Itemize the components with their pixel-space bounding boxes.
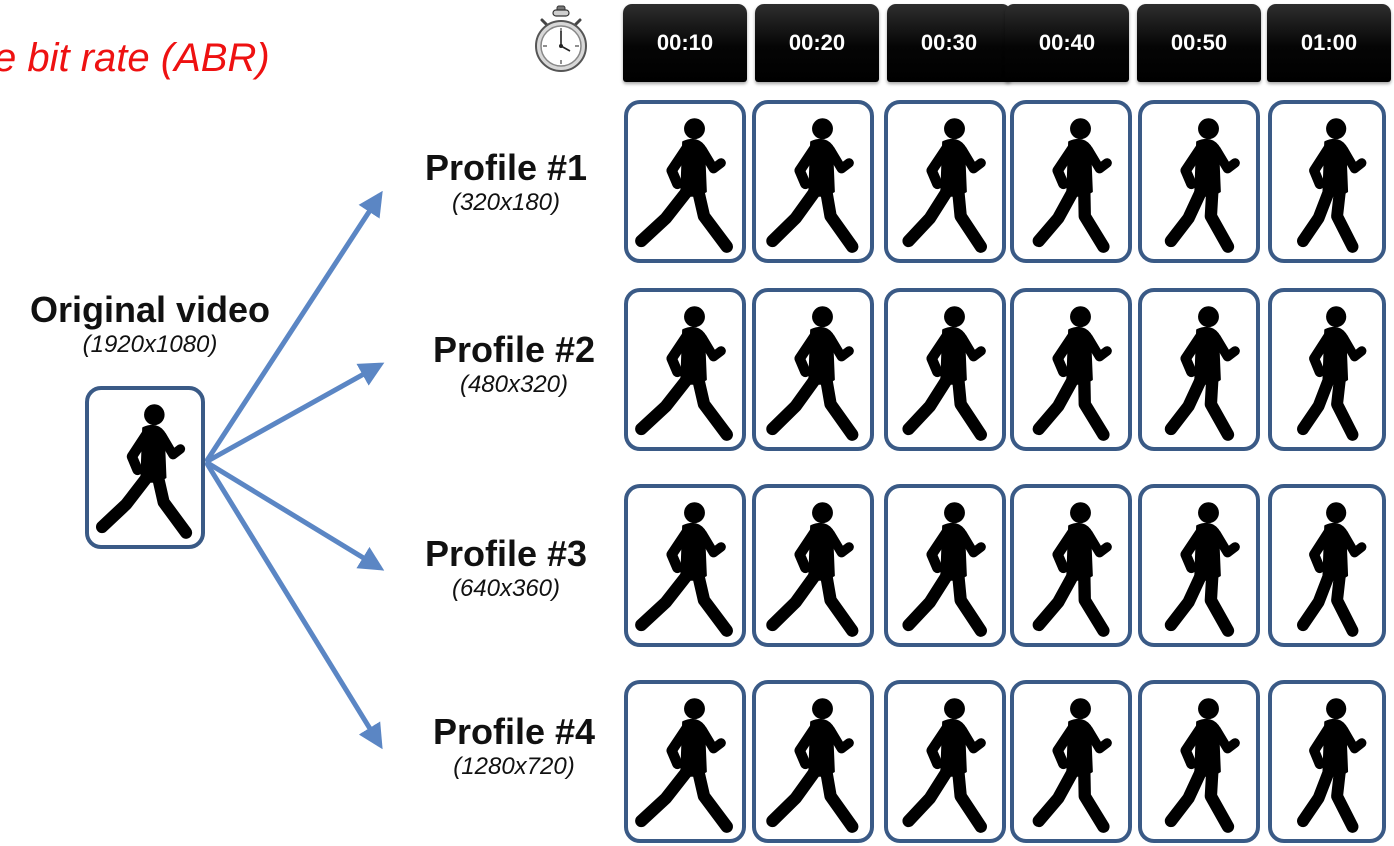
running-man-icon (902, 502, 987, 637)
running-man-icon (96, 404, 193, 539)
profile-3-frame-2 (752, 484, 874, 647)
profile-2-frame-6 (1268, 288, 1386, 451)
running-man-icon (1297, 118, 1367, 253)
timeline-tab-6: 01:00 (1267, 4, 1391, 82)
profile-1-frame-2 (752, 100, 874, 263)
profile-4-resolution: (1280x720) (453, 753, 575, 780)
profile-2-label: Profile #2 (480x320) (404, 330, 624, 400)
running-man-icon (1297, 502, 1367, 637)
profile-4-label: Profile #4 (1280x720) (404, 712, 624, 782)
profile-3-frame-1 (624, 484, 746, 647)
profile-4-frame-4 (1010, 680, 1132, 843)
running-man-icon (1164, 502, 1240, 637)
profile-1-resolution: (320x180) (451, 189, 561, 216)
arrow-to-profile-3 (204, 459, 385, 571)
running-man-icon (1032, 698, 1112, 833)
profile-1-label: Profile #1 (320x180) (396, 148, 616, 218)
arrow-to-profile-2 (204, 362, 385, 465)
timeline-tab-4: 00:40 (1005, 4, 1129, 82)
running-man-icon (1297, 306, 1367, 441)
running-man-icon (635, 118, 733, 253)
original-video-label: Original video (1920x1080) (0, 290, 300, 360)
original-video-resolution: (1920x1080) (82, 331, 218, 358)
timeline-tab-1: 00:10 (623, 4, 747, 82)
profile-3-frame-5 (1138, 484, 1260, 647)
profile-3-frame-3 (884, 484, 1006, 647)
profile-3-label: Profile #3 (640x360) (396, 534, 616, 604)
profile-1-frame-6 (1268, 100, 1386, 263)
profile-2-frame-2 (752, 288, 874, 451)
running-man-icon (1032, 502, 1112, 637)
running-man-icon (1164, 118, 1240, 253)
original-video-thumbnail (85, 386, 205, 549)
profile-4-frame-2 (752, 680, 874, 843)
profile-1-title: Profile #1 (424, 147, 588, 188)
profile-2-frame-1 (624, 288, 746, 451)
running-man-icon (635, 306, 733, 441)
profile-4-frame-6 (1268, 680, 1386, 843)
timeline-tab-2: 00:20 (755, 4, 879, 82)
profile-4-frame-1 (624, 680, 746, 843)
running-man-icon (1297, 698, 1367, 833)
arrow-to-profile-1 (203, 190, 383, 464)
running-man-icon (635, 698, 733, 833)
profile-1-frame-5 (1138, 100, 1260, 263)
running-man-icon (635, 502, 733, 637)
profile-3-frame-6 (1268, 484, 1386, 647)
running-man-icon (766, 118, 859, 253)
profile-3-title: Profile #3 (424, 533, 588, 574)
profile-1-frame-1 (624, 100, 746, 263)
profile-4-frame-3 (884, 680, 1006, 843)
profile-1-frame-4 (1010, 100, 1132, 263)
running-man-icon (1164, 698, 1240, 833)
running-man-icon (902, 306, 987, 441)
profile-1-frame-3 (884, 100, 1006, 263)
profile-4-frame-5 (1138, 680, 1260, 843)
running-man-icon (1032, 118, 1112, 253)
profile-3-frame-4 (1010, 484, 1132, 647)
profile-2-frame-4 (1010, 288, 1132, 451)
slide-title: e bit rate (ABR) (0, 36, 270, 80)
arrow-to-profile-4 (203, 460, 383, 750)
profile-4-title: Profile #4 (432, 711, 596, 752)
running-man-icon (902, 698, 987, 833)
running-man-icon (902, 118, 987, 253)
profile-2-title: Profile #2 (432, 329, 596, 370)
original-video-title: Original video (29, 289, 271, 330)
timeline-tab-3: 00:30 (887, 4, 1011, 82)
running-man-icon (766, 502, 859, 637)
stopwatch-icon (535, 5, 587, 72)
running-man-icon (1164, 306, 1240, 441)
profile-2-frame-3 (884, 288, 1006, 451)
running-man-icon (766, 306, 859, 441)
running-man-icon (766, 698, 859, 833)
timeline-tab-5: 00:50 (1137, 4, 1261, 82)
profile-2-resolution: (480x320) (459, 371, 569, 398)
profile-2-frame-5 (1138, 288, 1260, 451)
profile-3-resolution: (640x360) (451, 575, 561, 602)
running-man-icon (1032, 306, 1112, 441)
